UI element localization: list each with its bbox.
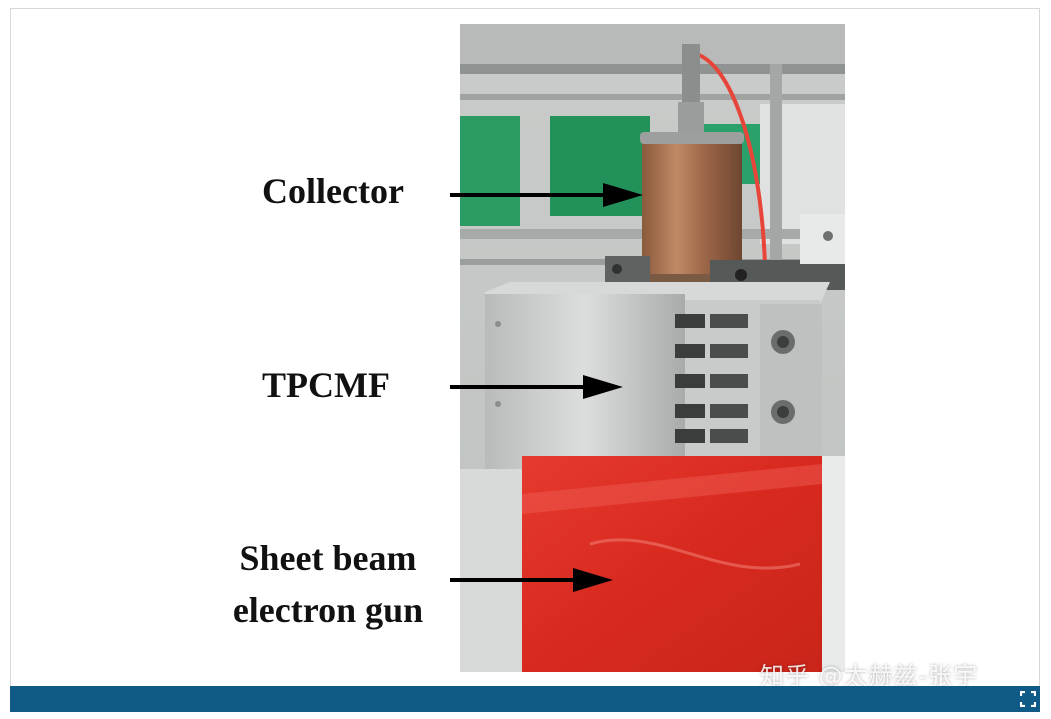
electron-gun-label-line2: electron gun — [232, 590, 424, 630]
electron-gun-arrow — [450, 568, 613, 592]
device-photo — [460, 24, 845, 672]
electron-gun-label: Sheet beam electron gun — [206, 532, 450, 636]
image-viewer-toolbar — [10, 686, 1040, 712]
collector-arrow — [450, 183, 643, 207]
tpcmf-label: TPCMF — [262, 365, 390, 405]
expand-icon[interactable] — [1020, 691, 1036, 707]
electron-gun-label-line1: Sheet beam — [239, 538, 417, 578]
collector-label: Collector — [262, 171, 404, 211]
tpcmf-arrow — [450, 375, 623, 399]
watermark-text: 知乎 @太赫兹-张宇 — [760, 662, 979, 690]
